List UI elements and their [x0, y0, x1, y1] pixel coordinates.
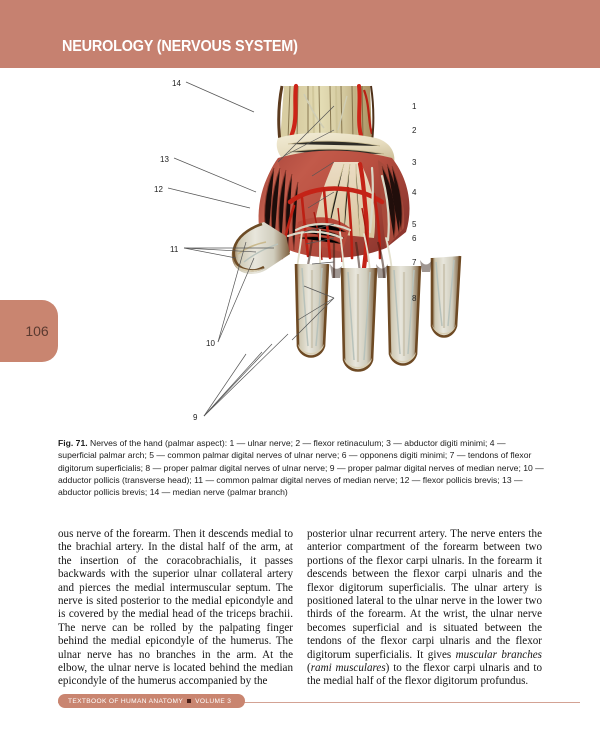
figure-caption-text: Nerves of the hand (palmar aspect): 1 — …: [58, 438, 544, 498]
figure-leader-lines: [167, 81, 335, 417]
figure-label-11: 11: [170, 245, 179, 254]
page-header-band: NEUROLOGY (NERVOUS SYSTEM): [0, 0, 600, 68]
figure-label-9: 9: [193, 413, 198, 422]
figure-label-8: 8: [412, 294, 417, 303]
figure-label-10: 10: [206, 339, 215, 348]
body-column-right: posterior ulnar recurrent artery. The ne…: [307, 528, 542, 689]
body-italic-rami-musculares: rami musculares: [310, 662, 386, 675]
figure-label-5: 5: [412, 220, 417, 229]
body-italic-muscular-branches: muscular branches: [455, 648, 542, 661]
footer-pill: TEXTBOOK OF HUMAN ANATOMY VOLUME 3: [58, 694, 246, 708]
figure-nerves-of-hand: 1 2 3 4 5 6 7 8 9 10 11 12 13 14: [60, 72, 540, 432]
page-title: NEUROLOGY (NERVOUS SYSTEM): [62, 38, 298, 55]
figure-caption-number: Fig. 71.: [58, 438, 88, 448]
fingers: [294, 255, 462, 372]
body-column-left: ous nerve of the forearm. Then it descen…: [58, 528, 293, 689]
figure-label-3: 3: [412, 158, 417, 167]
footer-text-before: TEXTBOOK OF HUMAN ANATOMY: [68, 697, 184, 705]
figure-number-labels: 1 2 3 4 5 6 7 8 9 10 11 12 13 14: [154, 79, 417, 422]
body-paragraph-right-part2: (: [307, 662, 311, 675]
footer-rule: [58, 702, 580, 703]
figure-label-12: 12: [154, 185, 163, 194]
body-paragraph-right-part3: ) to the flexor carpi ulnaris and to the…: [307, 662, 542, 688]
footer-text-after: VOLUME 3: [195, 697, 232, 705]
figure-label-13: 13: [160, 155, 169, 164]
body-paragraph-right-part1: posterior ulnar recurrent artery. The ne…: [307, 528, 542, 661]
figure-label-1: 1: [412, 102, 417, 111]
figure-label-4: 4: [412, 188, 417, 197]
page-number: 106: [25, 323, 49, 339]
figure-label-2: 2: [412, 126, 417, 135]
figure-caption: Fig. 71. Nerves of the hand (palmar aspe…: [58, 437, 544, 498]
body-paragraph-left: ous nerve of the forearm. Then it descen…: [58, 528, 293, 688]
figure-label-7: 7: [412, 258, 417, 267]
figure-label-14: 14: [172, 79, 181, 88]
footer-square-icon: [187, 699, 192, 703]
page-number-tab: 106: [0, 300, 58, 362]
figure-label-6: 6: [412, 234, 417, 243]
hand-illustration: [231, 83, 462, 372]
